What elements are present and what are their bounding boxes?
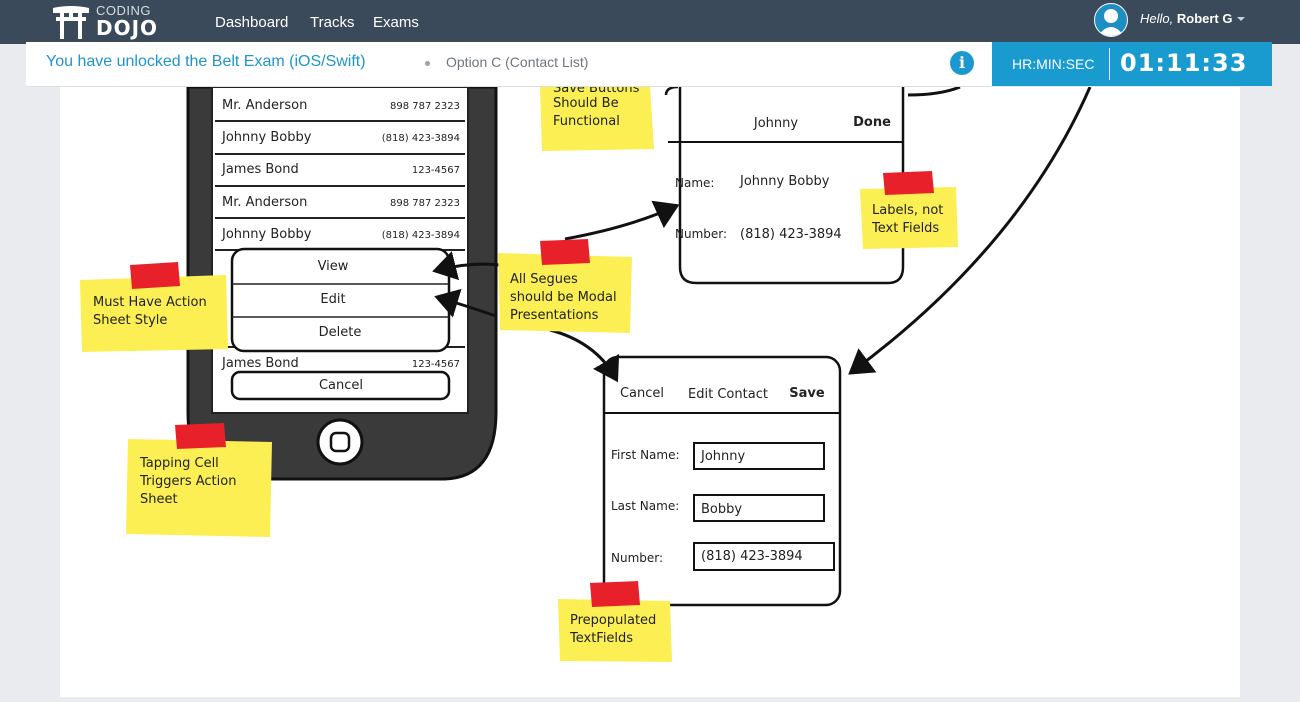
tape xyxy=(590,581,640,607)
contact-name: James Bond xyxy=(221,356,299,371)
nav-link-tracks[interactable]: Tracks xyxy=(310,14,355,31)
sticky-note-labels: Labels, not Text Fields xyxy=(860,171,958,249)
flow-arrows xyxy=(432,85,1092,383)
svg-text:Sheet Style: Sheet Style xyxy=(93,313,167,328)
contact-name: Mr. Anderson xyxy=(222,195,307,210)
contact-number: 898 787 2323 xyxy=(390,101,460,112)
tape xyxy=(175,423,226,449)
wireframe-image: Mr. Anderson 898 787 2323 Johnny Bobby (… xyxy=(80,81,1092,662)
contact-number: 123-4567 xyxy=(412,359,460,370)
contact-name: Mr. Anderson xyxy=(222,98,307,113)
timer-label: HR:MIN:SEC xyxy=(1012,56,1095,72)
svg-text:Labels, not: Labels, not xyxy=(872,203,943,218)
svg-text:TextFields: TextFields xyxy=(569,631,633,646)
exam-option: Option C (Contact List) xyxy=(446,54,589,70)
detail-name-value: Johnny Bobby xyxy=(739,174,830,189)
caret-down-icon[interactable] xyxy=(1237,17,1245,21)
svg-text:Tapping Cell: Tapping Cell xyxy=(139,456,219,471)
separator-dot xyxy=(425,61,430,66)
edit-contact-mockup: Cancel Edit Contact Save First Name: Joh… xyxy=(602,355,842,607)
user-name: Robert G xyxy=(1176,11,1233,26)
svg-text:Sheet: Sheet xyxy=(140,492,178,507)
action-sheet: View Edit Delete Cancel xyxy=(230,247,451,401)
contact-number: (818) 423-3894 xyxy=(382,230,460,241)
timer-divider xyxy=(1109,48,1110,80)
coding-dojo-logo[interactable]: CODING DOJO xyxy=(52,3,172,41)
action-edit: Edit xyxy=(320,292,345,307)
number-field: (818) 423-3894 xyxy=(701,549,803,564)
contact-number: 123-4567 xyxy=(412,165,460,176)
sticky-note-save-buttons: Save Buttons Should Be Functional xyxy=(540,81,654,151)
contact-name: James Bond xyxy=(221,162,299,177)
torii-gate-icon xyxy=(53,6,89,39)
svg-text:All Segues: All Segues xyxy=(510,272,578,287)
number-label: Number: xyxy=(611,551,663,565)
first-name-field: Johnny xyxy=(700,449,746,464)
action-view: View xyxy=(318,259,349,274)
last-name-field: Bobby xyxy=(701,502,742,517)
logo-text-top: CODING xyxy=(96,3,151,18)
edit-title: Edit Contact xyxy=(688,387,768,402)
edit-cancel: Cancel xyxy=(620,386,664,401)
unlock-message[interactable]: You have unlocked the Belt Exam (iOS/Swi… xyxy=(46,53,366,70)
contact-number: 898 787 2323 xyxy=(390,198,460,209)
svg-text:Prepopulated: Prepopulated xyxy=(570,613,656,628)
first-name-label: First Name: xyxy=(611,448,680,462)
detail-number-label: Number: xyxy=(675,227,727,241)
sticky-note-prepopulated: Prepopulated TextFields xyxy=(558,581,672,662)
timer-value: 01:11:33 xyxy=(1120,49,1248,77)
contact-number: (818) 423-3894 xyxy=(382,133,460,144)
user-avatar[interactable] xyxy=(1094,3,1128,37)
svg-text:Should Be: Should Be xyxy=(553,96,619,111)
svg-text:Triggers Action: Triggers Action xyxy=(139,474,236,489)
exam-content-area: Mr. Anderson 898 787 2323 Johnny Bobby (… xyxy=(60,81,1240,697)
detail-done: Done xyxy=(853,115,891,130)
edit-save: Save xyxy=(789,386,825,401)
action-cancel: Cancel xyxy=(319,378,363,393)
nav-link-exams[interactable]: Exams xyxy=(373,14,419,31)
svg-text:Presentations: Presentations xyxy=(510,308,599,323)
svg-text:Functional: Functional xyxy=(553,114,620,129)
detail-view-mockup: Johnny Done Name: Johnny Bobby Number: (… xyxy=(668,87,905,285)
exam-timer: HR:MIN:SEC 01:11:33 xyxy=(992,42,1272,86)
svg-text:Save Buttons: Save Buttons xyxy=(553,87,640,96)
last-name-label: Last Name: xyxy=(611,499,679,513)
info-icon[interactable]: i xyxy=(950,51,974,75)
user-menu[interactable]: Hello, Robert G xyxy=(1140,11,1233,26)
tape xyxy=(540,239,590,265)
detail-title: Johnny xyxy=(753,116,799,131)
detail-name-label: Name: xyxy=(675,176,714,190)
tape xyxy=(130,262,180,289)
contact-name: Johnny Bobby xyxy=(221,227,312,242)
detail-number-value: (818) 423-3894 xyxy=(740,227,842,242)
greeting-text: Hello, xyxy=(1140,11,1174,26)
sticky-note-tapping-cell: Tapping Cell Triggers Action Sheet xyxy=(126,423,272,537)
action-delete: Delete xyxy=(319,325,362,340)
sticky-note-action-sheet-style: Must Have Action Sheet Style xyxy=(80,262,228,352)
svg-text:Text Fields: Text Fields xyxy=(871,221,939,236)
svg-text:Must Have Action: Must Have Action xyxy=(93,295,207,310)
sticky-note-modal-segues: All Segues should be Modal Presentations xyxy=(498,239,632,333)
home-button-icon xyxy=(329,431,351,453)
logo-text-bottom: DOJO xyxy=(96,16,159,40)
exam-status-bar: You have unlocked the Belt Exam (iOS/Swi… xyxy=(26,42,992,87)
nav-link-dashboard[interactable]: Dashboard xyxy=(215,14,289,31)
svg-text:should be Modal: should be Modal xyxy=(510,290,617,305)
tape xyxy=(883,171,934,195)
user-silhouette-icon xyxy=(1098,9,1124,36)
top-navbar: CODING DOJO Dashboard Tracks Exams Hello… xyxy=(0,0,1300,44)
contact-name: Johnny Bobby xyxy=(221,130,312,145)
